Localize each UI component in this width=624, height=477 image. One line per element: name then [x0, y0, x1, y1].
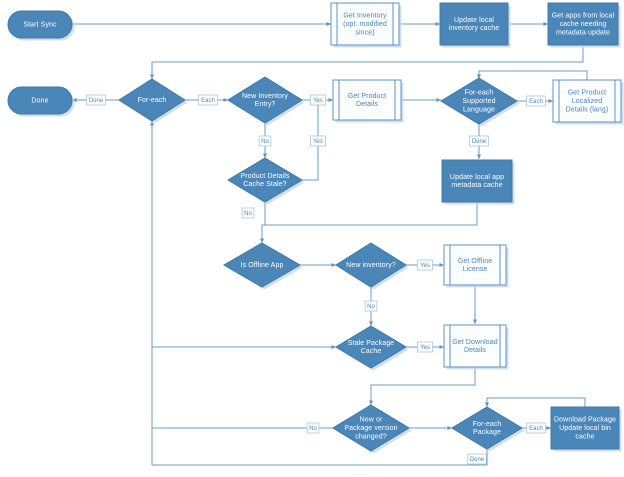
node-shape-predefined — [330, 2, 400, 46]
edge-line — [477, 70, 588, 80]
edge-label-e_lang_done: Done — [469, 135, 489, 147]
edge-label-box — [467, 453, 487, 465]
edge-label-e_cachestale_no: No — [241, 207, 255, 219]
edge-label-box — [417, 259, 433, 271]
node-done[interactable]: Done — [7, 86, 75, 117]
edge-label-e_newinv_no: No — [258, 135, 272, 147]
edge-label-box — [417, 341, 433, 353]
node-is_offline_app[interactable]: Is Offline App — [223, 242, 303, 290]
edge-label-box — [526, 95, 546, 107]
node-for_each[interactable]: For-each — [118, 78, 188, 124]
edge-label-e_foreach_done: Done — [86, 94, 106, 106]
node-shape-predefined — [332, 79, 402, 121]
edge-label-e_newinv_yes: Yes — [310, 94, 326, 106]
edge-line — [369, 367, 476, 405]
node-shape-terminator — [7, 86, 73, 115]
node-start_sync[interactable]: Start Sync — [7, 10, 75, 41]
node-shape-decision — [223, 242, 301, 288]
node-shape-process — [547, 2, 619, 46]
edge-e_cachestale_yes — [302, 100, 319, 181]
edge-line — [485, 397, 586, 407]
edge-label-box — [198, 94, 218, 106]
node-shape-decision — [118, 78, 186, 122]
edge-e_pkg_done — [152, 449, 488, 466]
edge-label-e_cachestale_yes: Yes — [310, 135, 326, 147]
edge-e_locdetails_loop — [477, 70, 588, 80]
node-shape-terminator — [7, 10, 73, 39]
node-shape-decision — [335, 242, 407, 288]
node-shape-decision — [440, 77, 518, 125]
edge-line — [260, 202, 478, 243]
node-shape-decision — [332, 404, 410, 452]
edge-label-box — [310, 94, 326, 106]
edge-e_dlpkg_loop — [485, 397, 586, 407]
node-shape-predefined — [552, 79, 622, 123]
edge-label-box — [469, 135, 489, 147]
node-shape-process — [550, 406, 620, 450]
edge-label-box — [258, 135, 272, 147]
node-shape-process — [441, 159, 513, 203]
edge-label-box — [526, 422, 546, 434]
node-shape-predefined — [443, 244, 507, 286]
edge-label-e_pkg_done: Done — [467, 453, 487, 465]
node-shape-predefined — [443, 324, 507, 368]
edge-label-e_pkg_each: Each — [526, 422, 546, 434]
node-new_inventory[interactable]: New inventory? — [335, 242, 409, 290]
edge-label-box — [364, 300, 378, 312]
node-shape-process — [439, 2, 509, 46]
edge-e_dldetails_newpkg — [369, 367, 476, 405]
edge-label-box — [306, 422, 320, 434]
edge-line — [302, 100, 319, 181]
edge-e_appmeta_offline — [260, 202, 478, 243]
node-shape-decision — [451, 406, 523, 450]
edge-label-e_stalepkg_yes: Yes — [417, 341, 433, 353]
node-shape-decision — [335, 325, 407, 369]
edge-line — [150, 45, 584, 79]
edge-label-box — [310, 135, 326, 147]
edge-label-e_lang_each: Each — [526, 95, 546, 107]
node-shape-decision — [227, 76, 303, 124]
edge-label-box — [86, 94, 106, 106]
edge-label-e_newpkg_no: No — [306, 422, 320, 434]
edge-label-e_newinv2_yes: Yes — [417, 259, 433, 271]
edge-line — [152, 449, 488, 466]
edge-label-box — [241, 207, 255, 219]
edge-label-e_newinv2_no: No — [364, 300, 378, 312]
edge-e_getapps_foreach — [150, 45, 584, 79]
node-shape-decision — [227, 157, 303, 203]
edge-label-e_foreach_each: Each — [198, 94, 218, 106]
